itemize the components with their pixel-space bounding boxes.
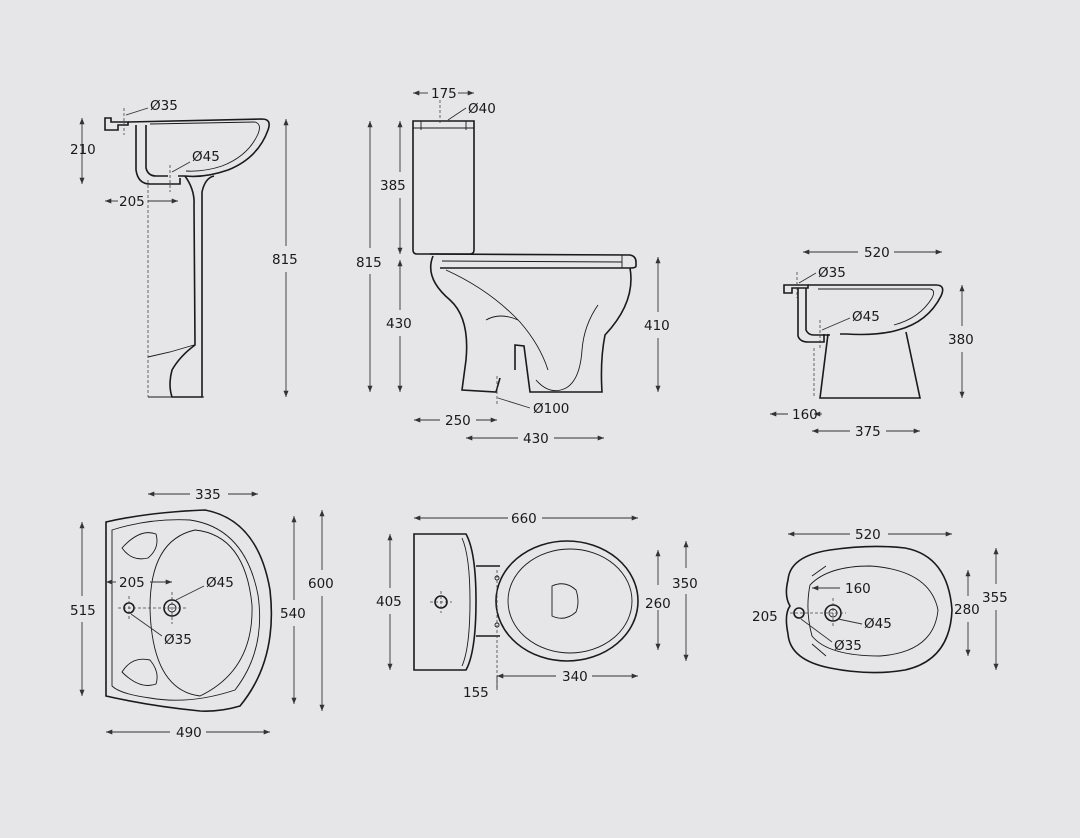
dim-w340: 340 [562, 669, 588, 685]
wc-bowl [429, 255, 632, 393]
basin-top-view: 335 205 Ø45 Ø35 515 540 600 490 [70, 487, 334, 741]
dim-w375: 375 [855, 424, 881, 440]
dim-h355-top: 355 [982, 590, 1008, 606]
bidet-drain-trap [797, 288, 830, 343]
dim-d100: Ø100 [533, 401, 569, 417]
dim-d45-bidet-top: Ø45 [864, 616, 892, 632]
dim-h600: 600 [308, 576, 334, 592]
basin-pedestal [169, 175, 215, 398]
dim-d35-bidet-top: Ø35 [834, 638, 862, 654]
dim-h260: 260 [645, 596, 671, 612]
dim-h380: 380 [948, 332, 974, 348]
dim-w155: 155 [463, 685, 489, 701]
dim-h205-top: 205 [752, 609, 778, 625]
dim-w520-top: 520 [855, 527, 881, 543]
wc-bowl-inner [445, 269, 599, 392]
dim-h540: 540 [280, 606, 306, 622]
dim-w430-wc: 430 [523, 431, 549, 447]
dim-d35-bidet: Ø35 [818, 265, 846, 281]
dim-w160-top: 160 [845, 581, 871, 597]
basin-top-inner [111, 519, 261, 701]
dim-h405: 405 [376, 594, 402, 610]
wc-side-view: Ø100 175 Ø40 385 815 430 410 250 430 [356, 86, 670, 447]
dim-d40: Ø40 [468, 101, 496, 117]
dim-w520: 520 [864, 245, 890, 261]
dim-h385: 385 [380, 178, 406, 194]
dim-d45: Ø45 [192, 149, 220, 165]
basin-tap-mount [104, 117, 129, 131]
dim-h280-top: 280 [954, 602, 980, 618]
basin-bowl-outline [127, 118, 270, 178]
bidet-top-tap-hole [793, 607, 805, 619]
wc-top-bowl-well [551, 583, 579, 619]
bidet-side-view: Ø35 Ø45 520 380 160 375 [770, 245, 974, 440]
wc-top-cistern [413, 533, 477, 671]
bidet-bowl [808, 284, 944, 336]
dim-d45-bidet: Ø45 [852, 309, 880, 325]
dim-d45-top: Ø45 [206, 575, 234, 591]
dim-w205-top: 205 [119, 575, 145, 591]
dim-h350: 350 [672, 576, 698, 592]
bidet-bowl-inner [818, 288, 935, 326]
basin-pedestal-back [147, 344, 204, 398]
dim-h815-wc: 815 [356, 255, 382, 271]
bidet-pedestal [819, 331, 921, 399]
wc-seat [429, 253, 637, 269]
bidet-tap-mount [783, 284, 809, 294]
basin-side-view: Ø35 Ø45 210 205 815 [70, 98, 298, 398]
basin-bowl-inner [149, 121, 260, 172]
bidet-top-outline [785, 545, 953, 674]
wc-top-bowl-outer [495, 540, 639, 662]
basin-top-outline [105, 509, 273, 712]
wc-top-view: 660 405 260 350 155 340 [376, 511, 698, 701]
wc-cistern-lid [413, 121, 474, 130]
dim-w335: 335 [195, 487, 221, 503]
dim-h515: 515 [70, 603, 96, 619]
dim-w175: 175 [431, 86, 457, 102]
dim-d35-top: Ø35 [164, 632, 192, 648]
wc-top-bowl-inner [507, 548, 633, 654]
basin-top-tab-lower [121, 658, 158, 686]
dim-w490: 490 [176, 725, 202, 741]
dim-h210: 210 [70, 142, 96, 158]
dim-h430: 430 [386, 316, 412, 332]
basin-top-tab-upper [121, 532, 158, 560]
dim-h815: 815 [272, 252, 298, 268]
dim-d35: Ø35 [150, 98, 178, 114]
wc-cistern [412, 120, 475, 255]
wc-seat-line [441, 255, 623, 268]
bidet-top-view: 520 160 Ø45 Ø35 205 280 355 [752, 527, 1008, 674]
dim-w250: 250 [445, 413, 471, 429]
basin-drain-trap [135, 125, 181, 185]
dim-w660: 660 [511, 511, 537, 527]
wc-top-neck [476, 565, 500, 637]
dim-w160: 160 [792, 407, 818, 423]
basin-top-bowl [149, 529, 253, 697]
bidet-top-inner [807, 565, 939, 657]
dim-h410: 410 [644, 318, 670, 334]
dim-w205: 205 [119, 194, 145, 210]
